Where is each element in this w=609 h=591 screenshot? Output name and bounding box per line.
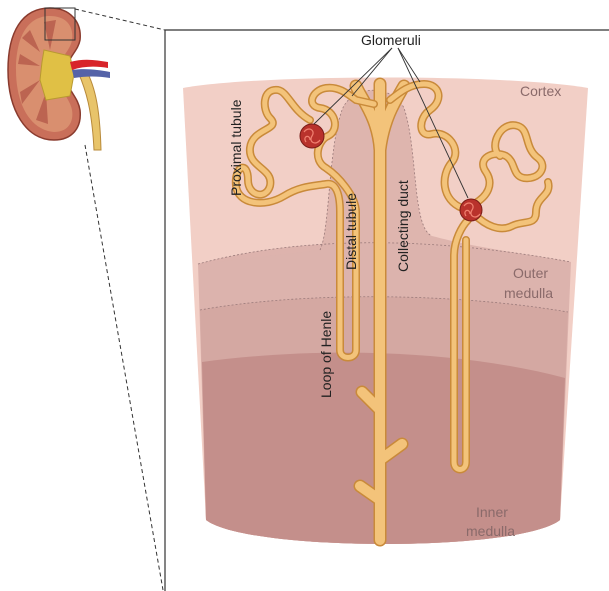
- outer-medulla-label-line2: medulla: [504, 285, 553, 301]
- zoom-line-bottom: [85, 145, 163, 590]
- glomeruli-pointer-right-2: [398, 48, 420, 82]
- inner-medulla-label-line1: Inner: [476, 504, 508, 520]
- distal-tubule-label: Distal tubule: [343, 193, 359, 270]
- right-glomerulus: [460, 199, 482, 221]
- renal-vein: [72, 69, 110, 78]
- ureter-shape: [78, 70, 101, 150]
- loop-of-henle-label: Loop of Henle: [318, 311, 334, 398]
- cortex-label: Cortex: [520, 83, 561, 99]
- collecting-duct-label: Collecting duct: [395, 180, 411, 272]
- renal-pelvis: [40, 50, 74, 100]
- kidney-thumbnail: [8, 8, 110, 150]
- inner-medulla-label-line2: medulla: [466, 523, 515, 539]
- glomeruli-label: Glomeruli: [361, 32, 421, 48]
- outer-medulla-label-line1: Outer: [513, 265, 548, 281]
- renal-artery: [70, 60, 108, 70]
- proximal-tubule-label: Proximal tubule: [228, 99, 244, 196]
- zoom-line-top: [75, 9, 165, 30]
